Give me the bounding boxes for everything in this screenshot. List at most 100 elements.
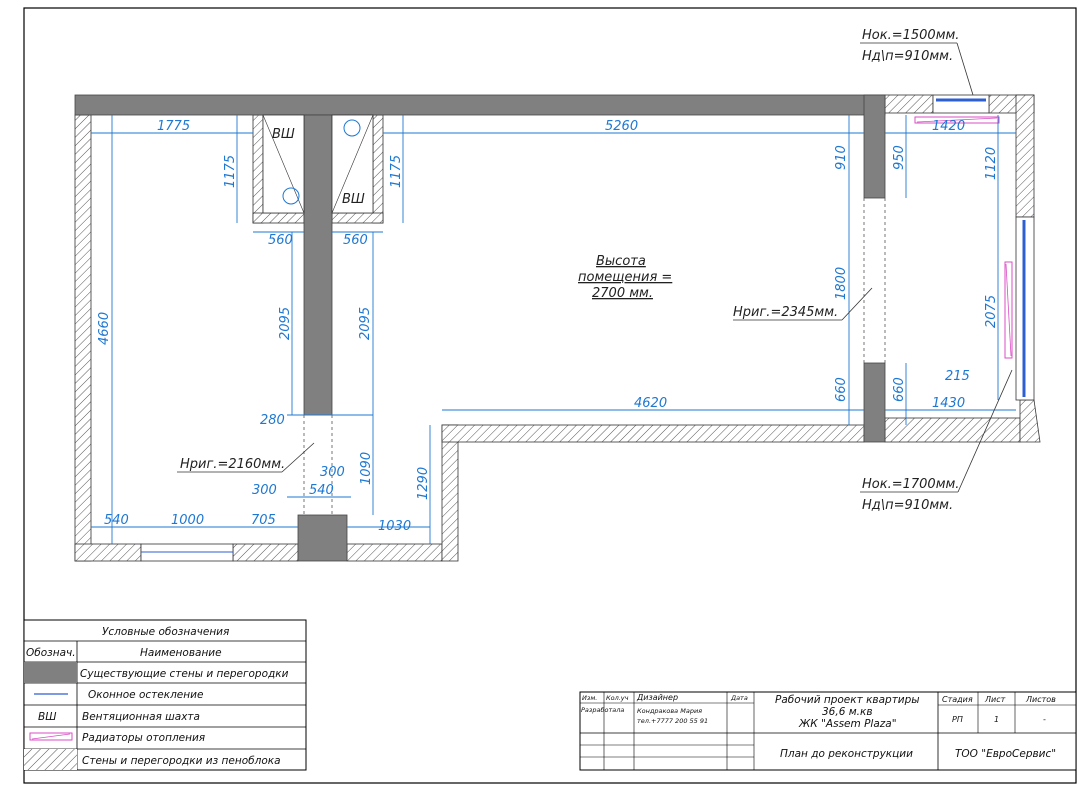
dim-right-660-b: 660: [892, 377, 907, 402]
tb-sheet-label: Лист: [984, 695, 1006, 704]
right-room-corner: [1019, 399, 1041, 443]
step-wall-vertical: [441, 424, 459, 562]
dim-top-right-width: 5260: [605, 119, 638, 134]
central-partition: [303, 114, 333, 416]
bottom-wall-left: [74, 543, 142, 562]
room-height-line-2: помещения =: [578, 270, 672, 285]
dim-bottom-1030: 1030: [378, 519, 411, 534]
tb-stage-label: Стадия: [942, 695, 973, 704]
shaft-right-wall-b: [331, 212, 384, 224]
step-wall-horizontal: [441, 424, 865, 443]
room-height-line-3: 2700 мм.: [592, 286, 653, 301]
dim-opening-1800: 1800: [834, 267, 849, 300]
dim-partition-thickness: 280: [260, 413, 285, 428]
room-height-note: Высота помещения = 2700 мм.: [578, 254, 672, 301]
bottom-wall-mid: [232, 543, 299, 562]
tb-col-izm: Изм.: [582, 694, 597, 702]
legend-title: Условные обозначения: [102, 626, 229, 638]
radiator-top: [914, 116, 1000, 124]
leader-notes: Нриг.=2345мм. Нриг.=2160мм. Нок.=1500мм.…: [177, 28, 1013, 513]
dim-door-gap-height: 1090: [359, 452, 374, 485]
dim-right-1120: 1120: [984, 147, 999, 180]
dim-shaft-width-left: 560: [268, 233, 293, 248]
tb-sheet-value: 1: [994, 715, 999, 724]
legend-row-walls: Существующие стены и перегородки: [80, 668, 289, 680]
dim-right-215: 215: [945, 369, 970, 384]
bottom-column: [297, 514, 348, 562]
shaft-right-label: ВШ: [342, 192, 365, 207]
top-existing-wall: [74, 94, 886, 116]
bottom-wall-right: [346, 543, 443, 562]
tb-sheets-value: -: [1043, 715, 1046, 724]
right-partition-top: [863, 94, 886, 199]
door-height-right: Нриг.=2345мм.: [733, 305, 838, 320]
shaft-left-label: ВШ: [272, 127, 295, 142]
window-bottom-note-2: Нд\п=910мм.: [862, 498, 953, 513]
dim-partition-left: 2095: [278, 307, 293, 340]
dim-right-1420: 1420: [932, 119, 965, 134]
tb-col-kol: Кол.уч: [606, 694, 629, 702]
tb-project-line-2: 36,6 м.кв: [822, 706, 873, 718]
dim-door-width: 540: [309, 483, 334, 498]
dim-bottom-540: 540: [104, 513, 129, 528]
dim-inner-width: 4620: [634, 396, 667, 411]
legend-row-hatch: Стены и перегородки из пеноблока: [82, 755, 281, 767]
tb-project-line-3: ЖК "Assem Plaza": [798, 718, 897, 730]
left-outer-wall: [74, 114, 92, 562]
tb-sheets-label: Листов: [1025, 695, 1056, 704]
shaft-left-wall-b: [252, 212, 305, 224]
dim-shaft-width-right: 560: [343, 233, 368, 248]
ventilation-shafts: ВШ ВШ: [262, 114, 374, 214]
tb-stage-value: РП: [952, 715, 963, 724]
window-top: [932, 94, 990, 114]
right-room-bottom-wall: [884, 417, 1021, 443]
dim-partition-right: 2095: [358, 307, 373, 340]
right-room-top-wall-left: [884, 94, 934, 114]
radiator-right: [1004, 261, 1013, 359]
legend-col-symbol: Обознач.: [26, 647, 76, 659]
radiators: [914, 116, 1013, 359]
tb-designer-phone: тел.+7777 200 55 91: [637, 717, 708, 725]
dim-top-left-width: 1775: [157, 119, 190, 134]
legend-table: Условные обозначения Обознач. Наименован…: [23, 619, 307, 771]
dim-step-300-lower: 300: [252, 483, 277, 498]
tb-col-date: Дата: [730, 694, 748, 702]
shaft-right-duct-icon: [343, 119, 361, 137]
dimension-lines: [91, 115, 1016, 544]
legend-hatch-swatch: [24, 749, 77, 770]
shaft-left-wall-a: [252, 114, 264, 224]
dim-bottom-705: 705: [251, 513, 276, 528]
dim-step-300-upper: 300: [320, 465, 345, 480]
walls: [74, 94, 1041, 562]
tb-developed-label: Разработала: [581, 706, 624, 714]
drawing-frame: [23, 7, 1077, 784]
tb-sheet-title: План до реконструкции: [780, 748, 913, 760]
dim-left-room-height: 4660: [97, 312, 112, 345]
right-partition-bottom: [863, 362, 886, 443]
window-top-note-1: Нок.=1500мм.: [862, 28, 959, 43]
legend-row-window: Оконное остекление: [88, 689, 203, 701]
dim-shaft-height-left: 1175: [223, 155, 238, 188]
dim-shaft-height-right: 1175: [389, 155, 404, 188]
dim-window-1000: 1000: [171, 513, 204, 528]
tb-project-line-1: Рабочий проект квартиры: [775, 694, 920, 706]
window-top-note-2: Нд\п=910мм.: [862, 49, 953, 64]
dimension-labels: 1775 5260 1420 1175 1175 560 560 4660 20…: [97, 119, 999, 534]
legend-radiator-swatch: [29, 732, 73, 741]
shaft-right-wall-a: [372, 114, 384, 224]
title-block: Изм. Кол.уч Дизайнер Дата Разработала Ко…: [579, 691, 1077, 771]
dim-right-950: 950: [892, 145, 907, 170]
legend-row-shaft: Вентяционная шахта: [82, 711, 200, 723]
door-height-left: Нриг.=2160мм.: [180, 457, 285, 472]
dim-right-1430: 1430: [932, 396, 965, 411]
room-height-line-1: Высота: [596, 254, 646, 269]
tb-company: ТОО "ЕвроСервис": [955, 748, 1056, 760]
legend-wall-swatch: [24, 662, 77, 683]
dim-step-height: 1290: [416, 467, 431, 500]
legend-shaft-symbol: ВШ: [38, 711, 56, 723]
dim-window-2075: 2075: [984, 295, 999, 328]
dim-right-660-a: 660: [834, 377, 849, 402]
legend-row-radiator: Радиаторы отопления: [82, 732, 205, 744]
legend-col-name: Наименование: [140, 647, 222, 659]
